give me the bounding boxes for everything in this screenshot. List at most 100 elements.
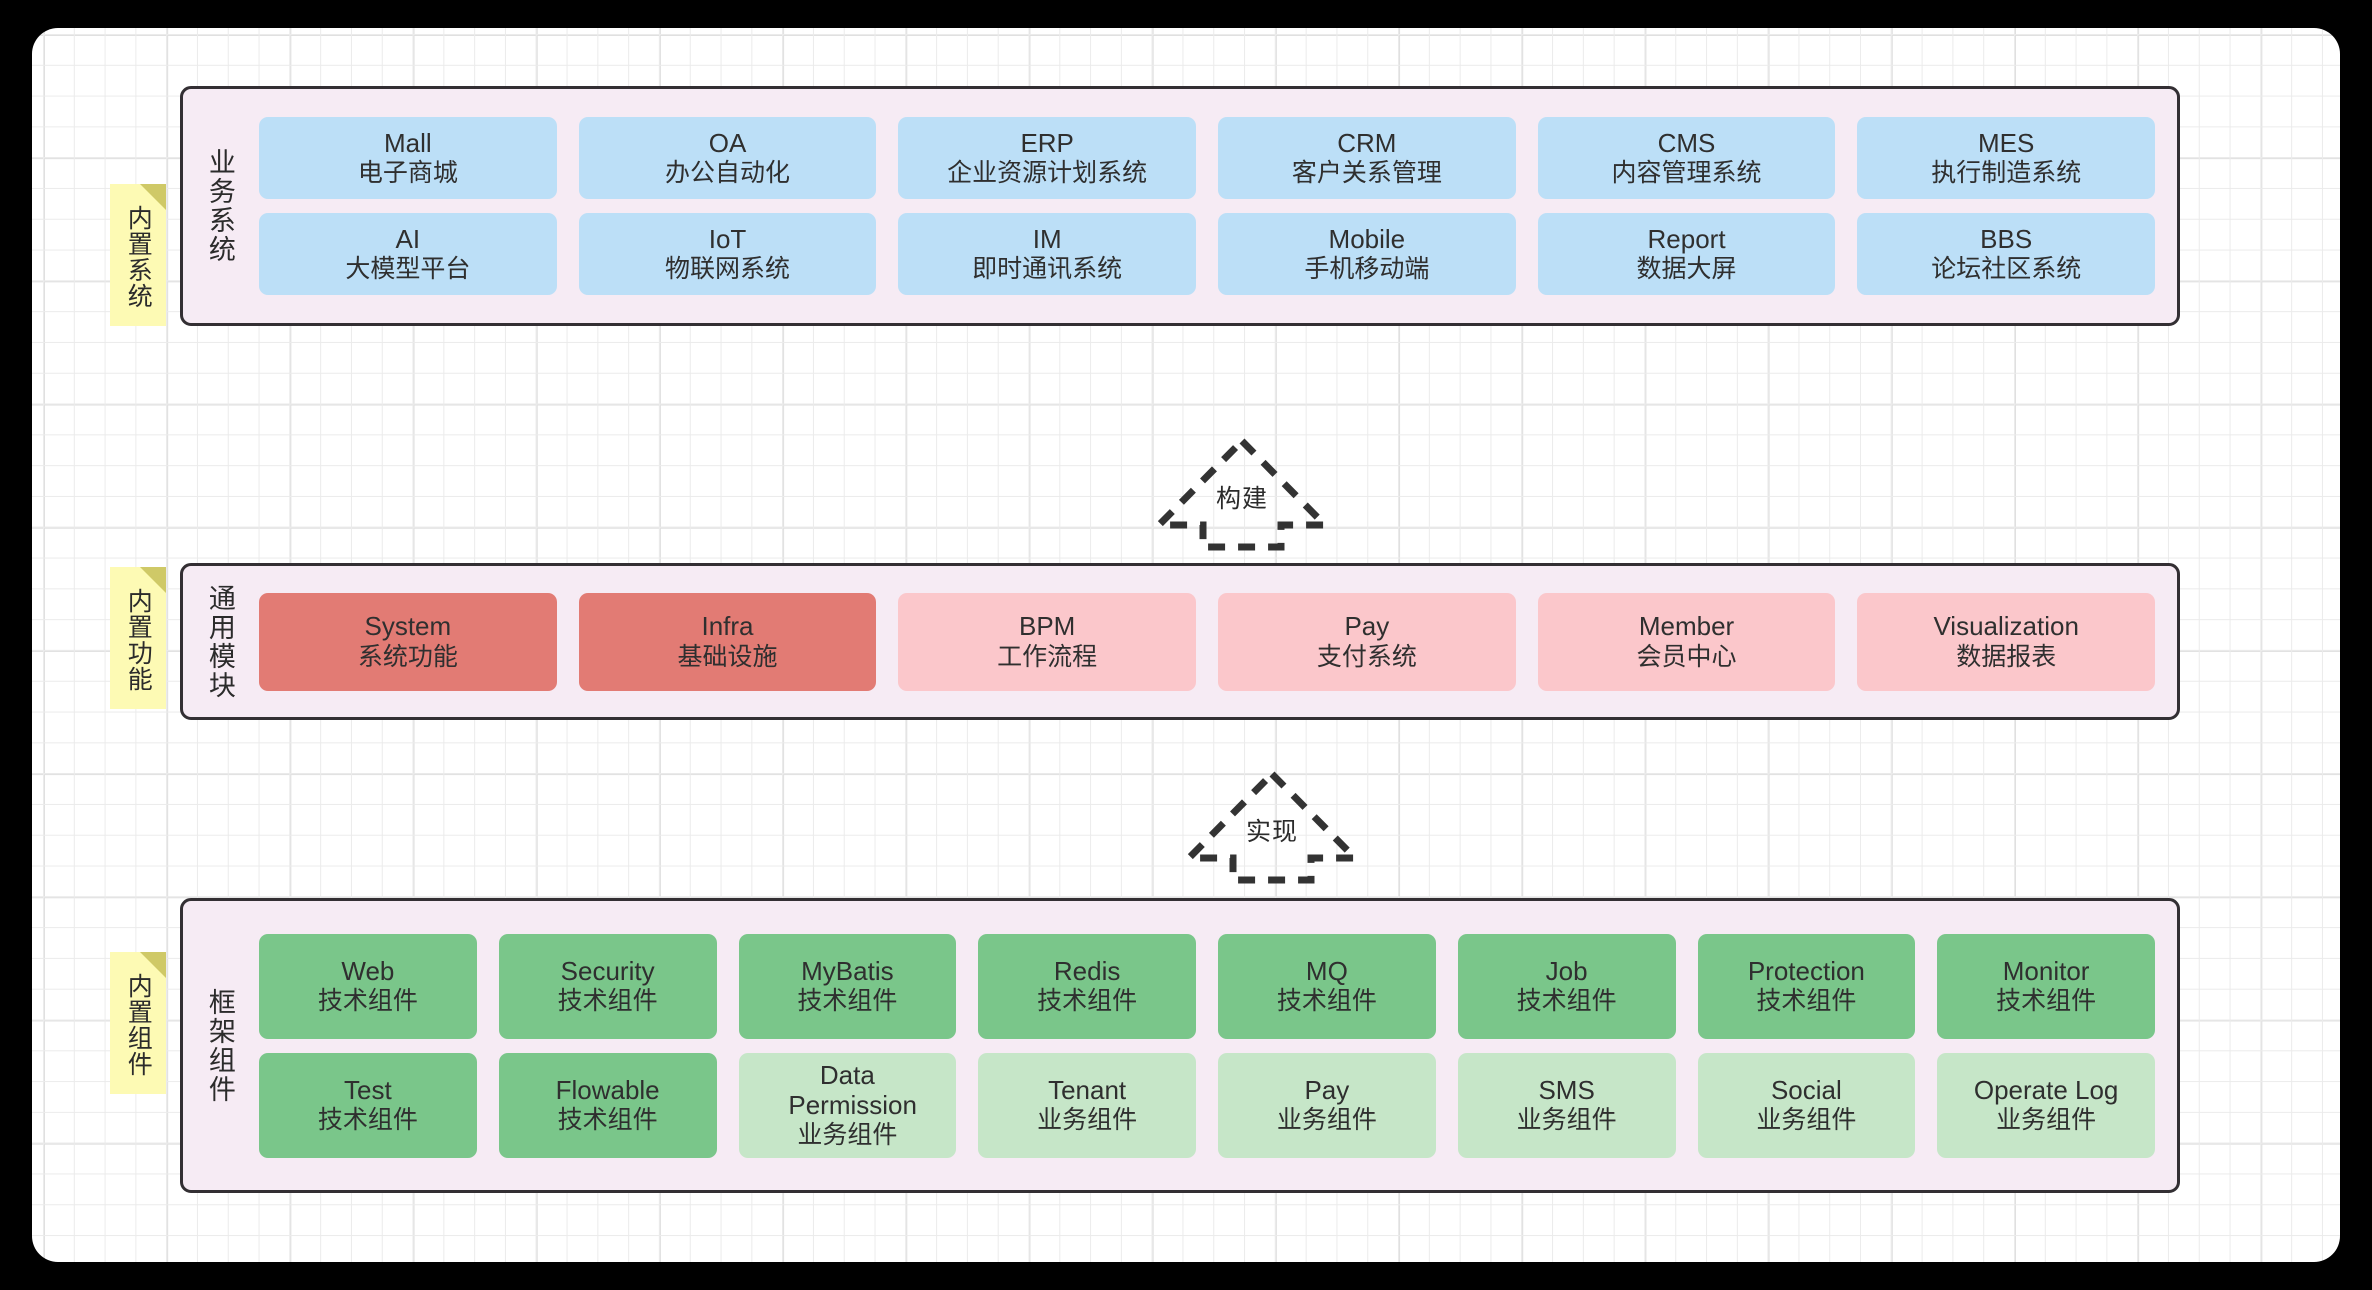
card-title: Job xyxy=(1545,955,1588,986)
note-fold-corner xyxy=(140,184,166,210)
card-title: BPM xyxy=(1019,611,1076,642)
card-subtitle: 工作流程 xyxy=(997,642,1098,671)
card-pay-module[interactable]: Pay 支付系统 xyxy=(1218,592,1516,691)
card-subtitle: 客户关系管理 xyxy=(1291,159,1442,188)
card-visualization[interactable]: Visualization 数据报表 xyxy=(1857,592,2156,691)
card-title: Security xyxy=(560,955,655,986)
card-title: Visualization xyxy=(1933,611,2079,642)
card-subtitle: 业务组件 xyxy=(1037,1106,1138,1135)
card-subtitle: 技术组件 xyxy=(1037,987,1138,1016)
card-title: Tenant xyxy=(1048,1074,1127,1105)
card-title: IM xyxy=(1032,223,1062,254)
card-subtitle: 技术组件 xyxy=(317,987,418,1016)
card-bpm[interactable]: BPM 工作流程 xyxy=(898,592,1197,691)
card-flowable[interactable]: Flowable 技术组件 xyxy=(498,1052,717,1158)
note-tag-builtin-components: 内置组件 xyxy=(110,952,166,1094)
card-title: System xyxy=(364,611,452,642)
card-title: Member xyxy=(1638,611,1735,642)
card-subtitle: 技术组件 xyxy=(797,987,898,1016)
card-sms[interactable]: SMS 业务组件 xyxy=(1457,1052,1676,1158)
card-title: Redis xyxy=(1053,955,1121,986)
card-monitor[interactable]: Monitor 技术组件 xyxy=(1937,933,2155,1039)
card-subtitle: 技术组件 xyxy=(1276,987,1377,1016)
card-data-permission[interactable]: Data Permission 业务组件 xyxy=(738,1052,957,1158)
card-subtitle: 支付系统 xyxy=(1316,642,1417,671)
card-subtitle: 业务组件 xyxy=(1996,1106,2097,1135)
diagram-canvas: 内置系统 业务系统 Mall 电子商城 OA 办公自动化 ERP 企业资源计划系… xyxy=(32,28,2340,1262)
card-mes[interactable]: MES 执行制造系统 xyxy=(1857,117,2156,199)
card-row: Test 技术组件 Flowable 技术组件 Data Permission … xyxy=(259,1052,2155,1158)
card-test[interactable]: Test 技术组件 xyxy=(259,1052,477,1158)
card-im[interactable]: IM 即时通讯系统 xyxy=(898,213,1197,295)
note-tag-label: 内置功能 xyxy=(124,588,153,692)
card-title: Operate Log xyxy=(1973,1074,2119,1105)
card-subtitle: 执行制造系统 xyxy=(1931,159,2082,188)
card-operate-log[interactable]: Operate Log 业务组件 xyxy=(1937,1052,2155,1158)
card-web[interactable]: Web 技术组件 xyxy=(259,933,477,1039)
card-subtitle: 技术组件 xyxy=(1996,987,2097,1016)
card-cms[interactable]: CMS 内容管理系统 xyxy=(1537,117,1836,199)
note-tag-builtin-systems: 内置系统 xyxy=(110,184,166,326)
card-social[interactable]: Social 业务组件 xyxy=(1697,1052,1916,1158)
card-iot[interactable]: IoT 物联网系统 xyxy=(578,213,877,295)
card-row: AI 大模型平台 IoT 物联网系统 IM 即时通讯系统 Mobile 手机移动… xyxy=(259,213,2156,295)
card-crm[interactable]: CRM 客户关系管理 xyxy=(1218,117,1516,199)
card-subtitle: 业务组件 xyxy=(1276,1106,1377,1135)
card-system[interactable]: System 系统功能 xyxy=(259,592,557,691)
card-title: Infra xyxy=(701,611,754,642)
card-subtitle: 业务组件 xyxy=(1756,1106,1857,1135)
card-mall[interactable]: Mall 电子商城 xyxy=(259,117,557,199)
card-title: Web xyxy=(341,955,395,986)
section-label-framework-components: 框架组件 xyxy=(204,987,235,1104)
card-title: Monitor xyxy=(2002,955,2090,986)
card-bbs[interactable]: BBS 论坛社区系统 xyxy=(1857,213,2156,295)
card-title: MyBatis xyxy=(801,955,894,986)
card-redis[interactable]: Redis 技术组件 xyxy=(978,933,1196,1039)
card-title: AI xyxy=(395,223,421,254)
arrow-build: 构建 xyxy=(1147,433,1337,553)
card-pay-component[interactable]: Pay 业务组件 xyxy=(1218,1052,1436,1158)
card-title: Data Permission xyxy=(788,1059,917,1120)
card-ai[interactable]: AI 大模型平台 xyxy=(259,213,557,295)
section-card-grid-framework-components: Web 技术组件 Security 技术组件 MyBatis 技术组件 Redi… xyxy=(247,901,2177,1190)
card-row: System 系统功能 Infra 基础设施 BPM 工作流程 Pay 支付系统… xyxy=(259,592,2156,691)
card-mobile[interactable]: Mobile 手机移动端 xyxy=(1218,213,1516,295)
section-label-business-systems: 业务系统 xyxy=(204,148,235,264)
card-subtitle: 物联网系统 xyxy=(665,255,791,284)
card-mybatis[interactable]: MyBatis 技术组件 xyxy=(738,933,957,1039)
card-oa[interactable]: OA 办公自动化 xyxy=(578,117,877,199)
section-panel-common-modules: 通用模块 System 系统功能 Infra 基础设施 BPM 工作流程 Pay… xyxy=(180,563,2180,720)
card-subtitle: 技术组件 xyxy=(557,1106,658,1135)
card-member[interactable]: Member 会员中心 xyxy=(1537,592,1836,691)
note-tag-label: 内置组件 xyxy=(124,973,153,1077)
card-subtitle: 技术组件 xyxy=(1516,987,1617,1016)
note-tag-label: 内置系统 xyxy=(124,205,153,309)
card-subtitle: 数据报表 xyxy=(1956,642,2057,671)
card-protection[interactable]: Protection 技术组件 xyxy=(1697,933,1916,1039)
card-subtitle: 数据大屏 xyxy=(1636,255,1737,284)
card-title: Test xyxy=(344,1074,392,1105)
card-title: Pay xyxy=(1304,1074,1350,1105)
card-tenant[interactable]: Tenant 业务组件 xyxy=(978,1052,1196,1158)
card-subtitle: 会员中心 xyxy=(1636,642,1737,671)
card-subtitle: 手机移动端 xyxy=(1304,255,1430,284)
arrow-build-shape xyxy=(1150,436,1334,551)
card-security[interactable]: Security 技术组件 xyxy=(498,933,717,1039)
card-title: CRM xyxy=(1337,127,1397,158)
card-title: MQ xyxy=(1305,955,1348,986)
card-title: Protection xyxy=(1747,955,1865,986)
card-row: Mall 电子商城 OA 办公自动化 ERP 企业资源计划系统 CRM 客户关系… xyxy=(259,117,2156,199)
card-subtitle: 技术组件 xyxy=(1756,987,1857,1016)
card-subtitle: 企业资源计划系统 xyxy=(947,159,1148,188)
card-report[interactable]: Report 数据大屏 xyxy=(1537,213,1836,295)
card-infra[interactable]: Infra 基础设施 xyxy=(578,592,877,691)
card-job[interactable]: Job 技术组件 xyxy=(1457,933,1676,1039)
card-erp[interactable]: ERP 企业资源计划系统 xyxy=(898,117,1197,199)
section-panel-business-systems: 业务系统 Mall 电子商城 OA 办公自动化 ERP 企业资源计划系统 CRM… xyxy=(180,86,2180,326)
card-title: Social xyxy=(1770,1074,1842,1105)
section-card-grid-common-modules: System 系统功能 Infra 基础设施 BPM 工作流程 Pay 支付系统… xyxy=(247,566,2177,717)
card-subtitle: 大模型平台 xyxy=(345,255,471,284)
card-mq[interactable]: MQ 技术组件 xyxy=(1218,933,1436,1039)
card-title: Report xyxy=(1647,223,1726,254)
card-title: Flowable xyxy=(555,1074,660,1105)
